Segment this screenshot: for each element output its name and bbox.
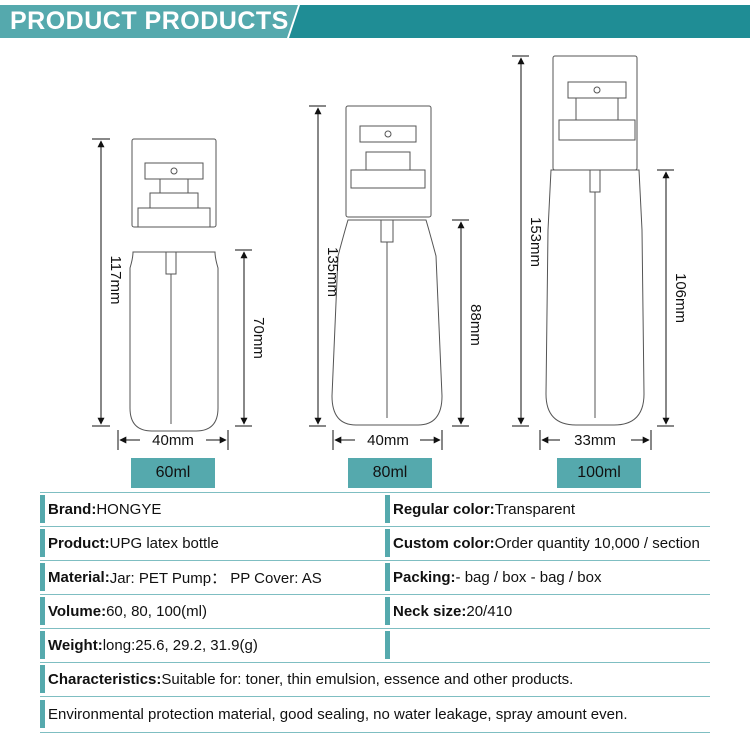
- volume-label: Volume:: [48, 602, 107, 620]
- neck-size-label: Neck size:: [393, 602, 467, 620]
- row-marker: [40, 631, 45, 659]
- row-marker: [40, 700, 45, 728]
- spec-row-material: Material:Jar: PET Pump： PP Cover: AS: [40, 560, 380, 594]
- note-text: Environmental protection material, good …: [48, 705, 628, 723]
- spec-row-empty: [385, 628, 710, 662]
- divider: [40, 526, 710, 527]
- packing-value: - bag / box - bag / box: [455, 568, 602, 586]
- spec-table: Brand:HONGYE Regular color:Transparent P…: [40, 492, 710, 736]
- row-marker: [385, 563, 390, 591]
- weight-label: Weight:: [48, 636, 103, 654]
- height-label-80ml: 135mm: [324, 247, 341, 297]
- characteristics-value: Suitable for: toner, thin emulsion, esse…: [161, 670, 574, 688]
- spec-row-neck-size: Neck size:20/410: [385, 594, 710, 628]
- page-title: PRODUCT PRODUCTS: [10, 7, 289, 35]
- volume-value: 60, 80, 100(ml): [106, 602, 207, 620]
- spec-row-weight: Weight:long:25.6, 29.2, 31.9(g): [40, 628, 380, 662]
- spec-row-product: Product:UPG latex bottle: [40, 526, 380, 560]
- body-height-label-80ml: 88mm: [467, 304, 484, 346]
- capacity-label-100ml: 100ml: [557, 458, 641, 488]
- material-label: Material:: [48, 568, 110, 586]
- row-marker: [385, 529, 390, 557]
- row-marker: [385, 597, 390, 625]
- divider: [40, 696, 710, 697]
- body-height-label-60ml: 70mm: [250, 317, 267, 359]
- dimension-lines-80ml: [309, 105, 469, 450]
- width-label-60ml: 40mm: [152, 432, 194, 449]
- dimension-lines-60ml: [92, 138, 252, 450]
- material-value: Jar: PET Pump： PP Cover: AS: [109, 569, 322, 587]
- body-height-label-100ml: 106mm: [672, 273, 689, 323]
- characteristics-label: Characteristics:: [48, 670, 162, 688]
- header-banner: PRODUCT PRODUCTS: [0, 5, 750, 38]
- bottle-100ml: [545, 55, 645, 426]
- spec-row-regular-color: Regular color:Transparent: [385, 492, 710, 526]
- brand-label: Brand:: [48, 500, 97, 518]
- row-marker: [40, 665, 45, 693]
- bottle-60ml: [129, 138, 219, 432]
- divider: [40, 628, 710, 629]
- spec-row-volume: Volume:60, 80, 100(ml): [40, 594, 380, 628]
- capacity-label-60ml: 60ml: [131, 458, 215, 488]
- spec-row-brand: Brand:HONGYE: [40, 492, 380, 526]
- neck-size-value: 20/410: [466, 602, 513, 620]
- product-label: Product:: [48, 534, 110, 552]
- width-label-80ml: 40mm: [367, 432, 409, 449]
- packing-label: Packing:: [393, 568, 456, 586]
- row-marker: [40, 495, 45, 523]
- dimension-lines-100ml: [512, 55, 674, 450]
- regular-color-label: Regular color:: [393, 500, 495, 518]
- divider: [40, 492, 710, 493]
- header-banner-shape: [0, 5, 750, 38]
- product-value: UPG latex bottle: [109, 534, 219, 552]
- row-marker: [40, 529, 45, 557]
- custom-color-value: Order quantity 10,000 / section: [494, 534, 700, 552]
- row-marker: [385, 631, 390, 659]
- width-label-100ml: 33mm: [574, 432, 616, 449]
- row-marker: [40, 563, 45, 591]
- divider: [40, 662, 710, 663]
- height-label-60ml: 117mm: [107, 256, 124, 305]
- regular-color-value: Transparent: [494, 500, 576, 518]
- row-marker: [40, 597, 45, 625]
- weight-value: long:25.6, 29.2, 31.9(g): [102, 636, 258, 654]
- custom-color-label: Custom color:: [393, 534, 495, 552]
- spec-row-packing: Packing:- bag / box - bag / box: [385, 560, 710, 594]
- product-drawing: 117mm 70mm 40mm 135mm 88mm 40mm: [0, 40, 750, 490]
- height-label-100ml: 153mm: [527, 217, 544, 267]
- capacity-label-80ml: 80ml: [348, 458, 432, 488]
- spec-row-note: Environmental protection material, good …: [40, 697, 710, 731]
- divider: [40, 560, 710, 561]
- divider: [40, 594, 710, 595]
- bottle-diagram: 117mm 70mm 40mm 135mm 88mm 40mm: [92, 55, 689, 450]
- row-marker: [385, 495, 390, 523]
- spec-row-characteristics: Characteristics:Suitable for: toner, thi…: [40, 662, 710, 696]
- divider: [40, 732, 710, 733]
- spec-row-custom-color: Custom color:Order quantity 10,000 / sec…: [385, 526, 710, 560]
- brand-value: HONGYE: [96, 500, 162, 518]
- bottle-80ml: [331, 105, 443, 426]
